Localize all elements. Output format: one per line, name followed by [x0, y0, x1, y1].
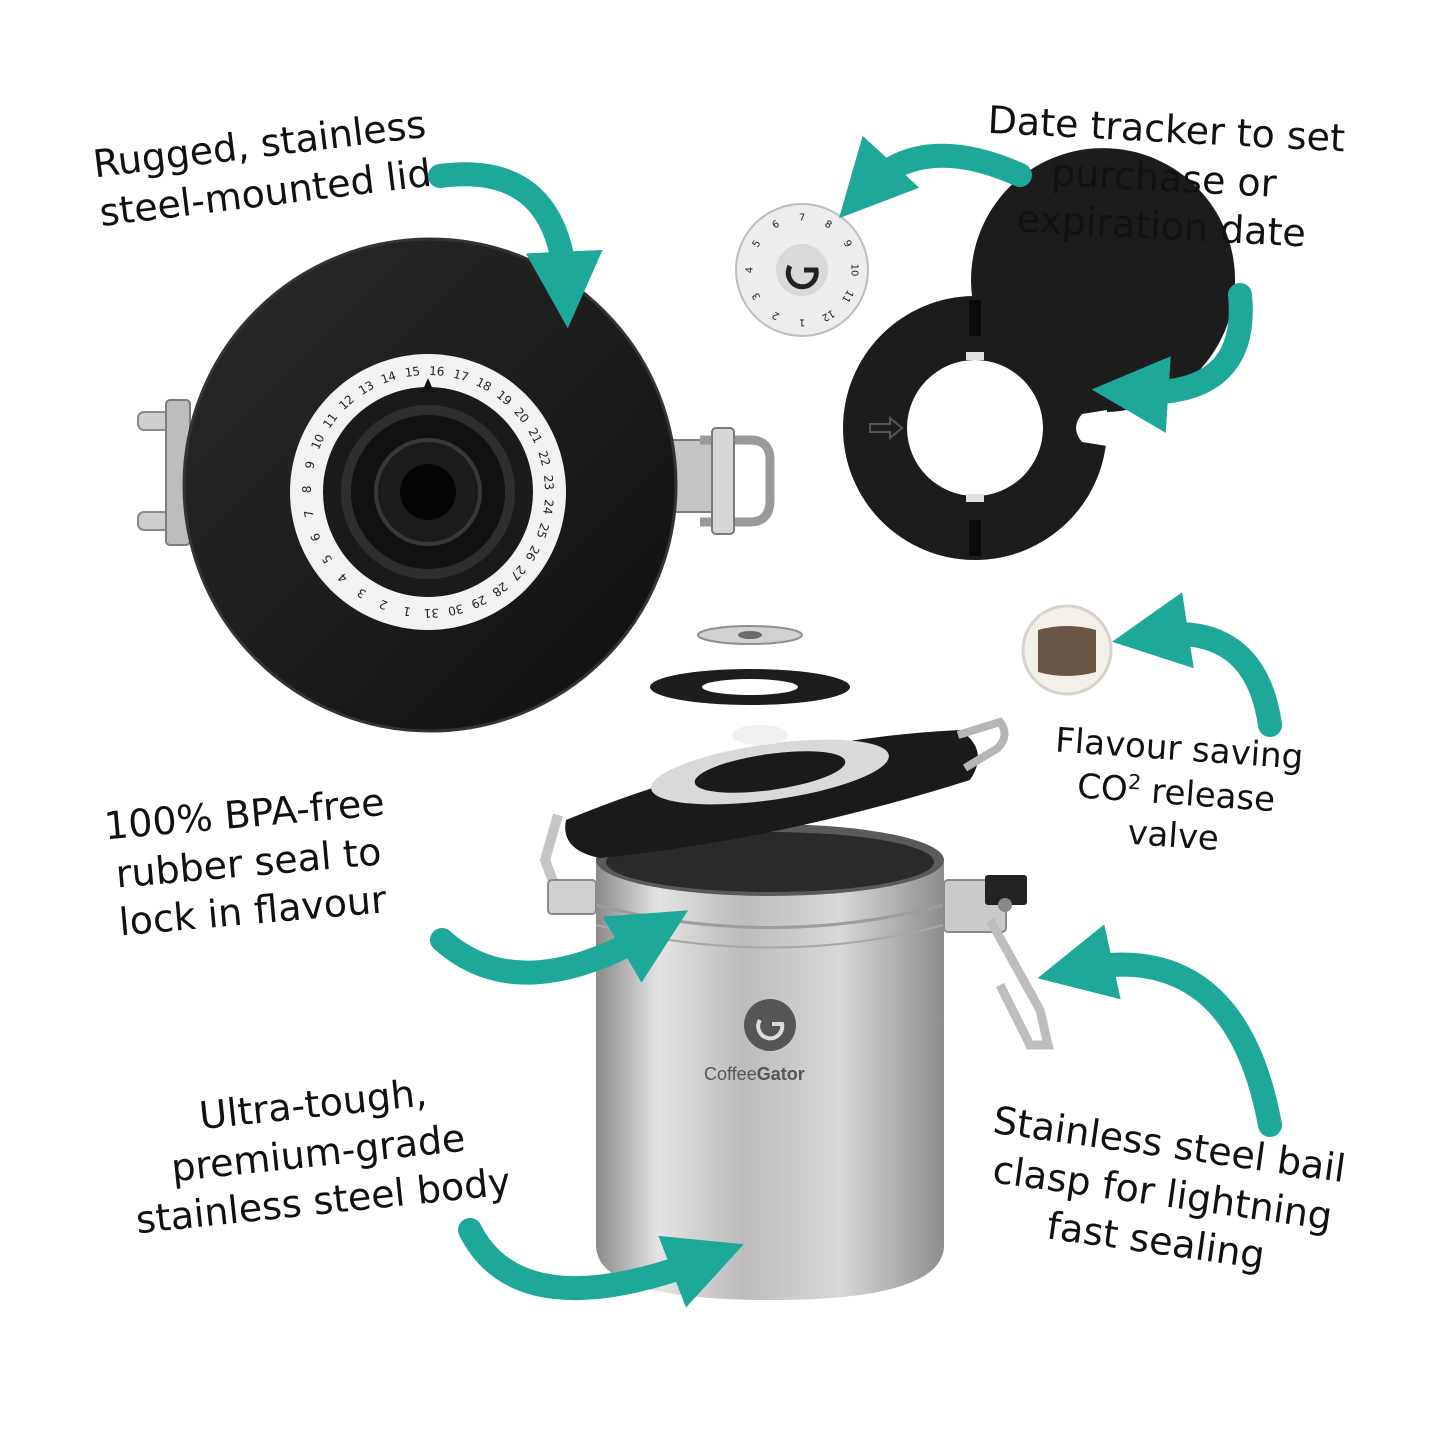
dial-month-7: 7 — [799, 213, 805, 224]
callout-valve: Flavour saving CO2 release valve — [1048, 719, 1305, 867]
dial-day-10: 10 — [308, 432, 327, 452]
canister-lid — [565, 717, 1009, 858]
logo-icon — [756, 1018, 785, 1041]
dial-day-31: 31 — [424, 606, 440, 620]
dial-month-1: 1 — [799, 317, 805, 328]
dial-month-6: 6 — [770, 219, 781, 232]
dial-month-4: 4 — [745, 267, 756, 273]
dial-month-5: 5 — [751, 238, 764, 249]
dial-month-10: 10 — [849, 264, 860, 277]
dial-day-9: 9 — [302, 460, 317, 471]
co2-valve — [1021, 604, 1113, 696]
lid-left-hinge — [137, 399, 191, 546]
arrow-icon — [458, 1218, 744, 1308]
dial-day-26: 26 — [523, 543, 543, 563]
arrow-icon — [1112, 592, 1282, 737]
dial-day-22: 22 — [535, 449, 553, 468]
canister: CoffeeGator — [539, 717, 1054, 1300]
callout-arrows — [428, 135, 1282, 1308]
dial-month-2: 2 — [770, 309, 781, 322]
dial-day-24: 24 — [540, 498, 556, 515]
dial-day-15: 15 — [404, 364, 421, 380]
dial-month-3: 3 — [751, 290, 764, 301]
brand-logo: CoffeeGator — [704, 999, 805, 1084]
dial-day-13: 13 — [356, 378, 376, 398]
logo-icon — [785, 264, 819, 290]
dial-day-17: 17 — [452, 367, 471, 385]
arrow-icon — [1091, 283, 1253, 433]
dial-day-29: 29 — [469, 592, 489, 611]
arrow-icon — [1037, 924, 1282, 1137]
arrow-icon — [430, 910, 689, 985]
valve-hole — [400, 464, 456, 520]
dial-day-25: 25 — [534, 521, 552, 540]
steel-plate-part — [697, 625, 803, 645]
dial-month-8: 8 — [822, 219, 833, 232]
bail-clasp[interactable] — [943, 875, 1054, 1050]
callout-seal: 100% BPA-free rubber seal to lock in fla… — [102, 778, 395, 948]
dial-day-14: 14 — [379, 368, 398, 386]
dial-month-9: 9 — [841, 238, 854, 249]
dial-day-8: 8 — [300, 485, 314, 493]
dial-day-16: 16 — [429, 364, 445, 379]
rubber-gasket-part — [650, 669, 850, 705]
dial-day-7: 7 — [301, 509, 316, 519]
dial-day-1: 1 — [402, 604, 412, 619]
date-tracker-ring — [843, 148, 1236, 560]
callout-date: Date tracker to set purchase or expirati… — [981, 96, 1346, 260]
brand-name-a: Coffee — [704, 1064, 757, 1084]
dial-day-30: 30 — [447, 601, 465, 618]
arrow-icon — [839, 135, 1032, 219]
dial-day-23: 23 — [541, 474, 556, 490]
left-latch — [539, 813, 597, 915]
svg-text:CoffeeGator: CoffeeGator — [704, 1064, 805, 1084]
dial-day-18: 18 — [474, 375, 494, 394]
dial-day-21: 21 — [525, 426, 544, 446]
brand-name-b: Gator — [757, 1064, 805, 1084]
arrow-icon — [428, 162, 603, 329]
